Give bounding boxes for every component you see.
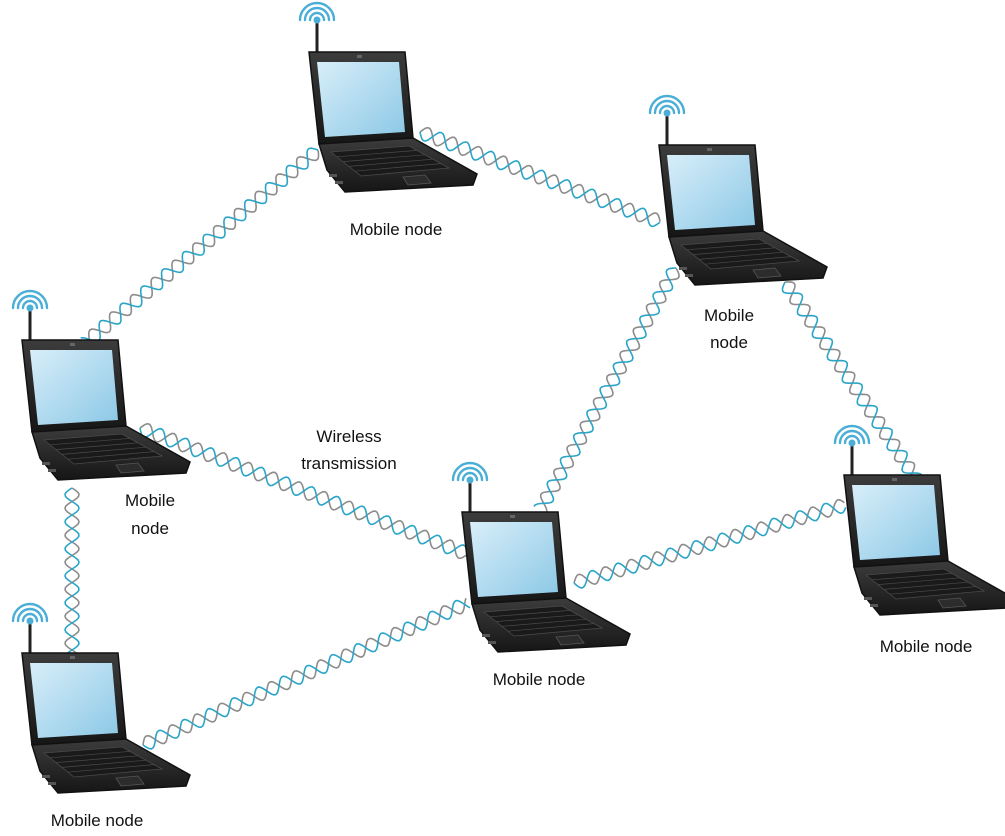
antenna-signal-icon [298, 1, 336, 58]
laptop-bottom-left [11, 602, 191, 794]
laptop-screen [317, 62, 405, 137]
wave-strand-blue [419, 131, 661, 228]
laptop-upper-right [648, 94, 828, 286]
wave-strand-blue [80, 147, 319, 343]
wave-strand-blue [573, 502, 847, 589]
node-label-bottom-left: Mobile node [51, 811, 144, 830]
node-label-text: Mobile node [880, 637, 973, 656]
laptop-touchpad [555, 634, 585, 646]
node-label-text: node [710, 333, 748, 352]
wireless-link-center-bottom-left [142, 598, 471, 750]
wave-strand-gray [784, 281, 916, 486]
antenna-signal-icon [11, 289, 49, 346]
wave-strand-gray [64, 487, 80, 659]
laptop-left [11, 289, 191, 481]
wave-strand-gray [139, 422, 472, 560]
node-label-text: Mobile node [51, 811, 144, 830]
wireless-link-top-left [80, 147, 320, 349]
laptop-touchpad [115, 775, 145, 787]
wave-strand-blue [781, 281, 923, 480]
wireless-links [64, 126, 923, 750]
node-label-text: Mobile [125, 491, 175, 510]
node-label-text: Mobile [704, 306, 754, 325]
annotation-text: transmission [301, 454, 396, 473]
laptop-keyboard [42, 433, 164, 465]
wave-strand-blue [64, 487, 80, 659]
node-label-top: Mobile node [350, 220, 443, 239]
antenna-signal-icon [11, 602, 49, 659]
laptop-screen [30, 350, 118, 425]
node-label-text: node [131, 519, 169, 538]
wireless-link-upper-right-right [781, 281, 923, 486]
node-label-upper-right: Mobile node [704, 306, 754, 352]
annotation-text: Wireless [316, 427, 381, 446]
laptop-screen [852, 485, 940, 560]
wireless-link-left-center [139, 422, 472, 560]
wireless-link-upper-right-center [533, 267, 680, 514]
laptop-touchpad [115, 462, 145, 474]
laptop-touchpad [402, 174, 432, 186]
wave-strand-blue [139, 427, 470, 559]
node-label-right: Mobile node [880, 637, 973, 656]
wireless-link-center-right [573, 498, 847, 589]
antenna-signal-icon [451, 461, 489, 518]
antenna-signal-icon [648, 94, 686, 151]
node-label-center: Mobile node [493, 670, 586, 689]
laptop-screen [667, 155, 755, 230]
node-label-text: Mobile node [350, 220, 443, 239]
wireless-transmission-annotation: Wireless transmission [301, 427, 396, 473]
laptops [11, 1, 1005, 794]
wave-strand-gray [142, 598, 467, 746]
laptop-center [451, 461, 631, 653]
laptop-touchpad [752, 267, 782, 279]
laptop-keyboard [329, 145, 451, 177]
node-label-text: Mobile node [493, 670, 586, 689]
wave-strand-gray [87, 149, 320, 349]
laptop-keyboard [864, 568, 986, 600]
wave-strand-gray [419, 126, 661, 223]
wave-strand-gray [539, 267, 680, 514]
antenna-signal-icon [833, 424, 871, 481]
wave-strand-blue [533, 267, 677, 508]
node-label-left: Mobile node [125, 491, 175, 538]
laptop-right [833, 424, 1005, 616]
laptop-keyboard [42, 746, 164, 778]
wave-strand-gray [573, 498, 845, 586]
laptop-screen [470, 522, 558, 597]
wave-strand-blue [142, 599, 471, 750]
laptop-screen [30, 663, 118, 738]
laptop-top [298, 1, 478, 193]
laptop-keyboard [679, 238, 801, 270]
laptop-keyboard [482, 605, 604, 637]
laptop-touchpad [937, 597, 967, 609]
wireless-link-left-bottom-left [64, 487, 80, 659]
wireless-link-top-upper-right [419, 126, 661, 228]
